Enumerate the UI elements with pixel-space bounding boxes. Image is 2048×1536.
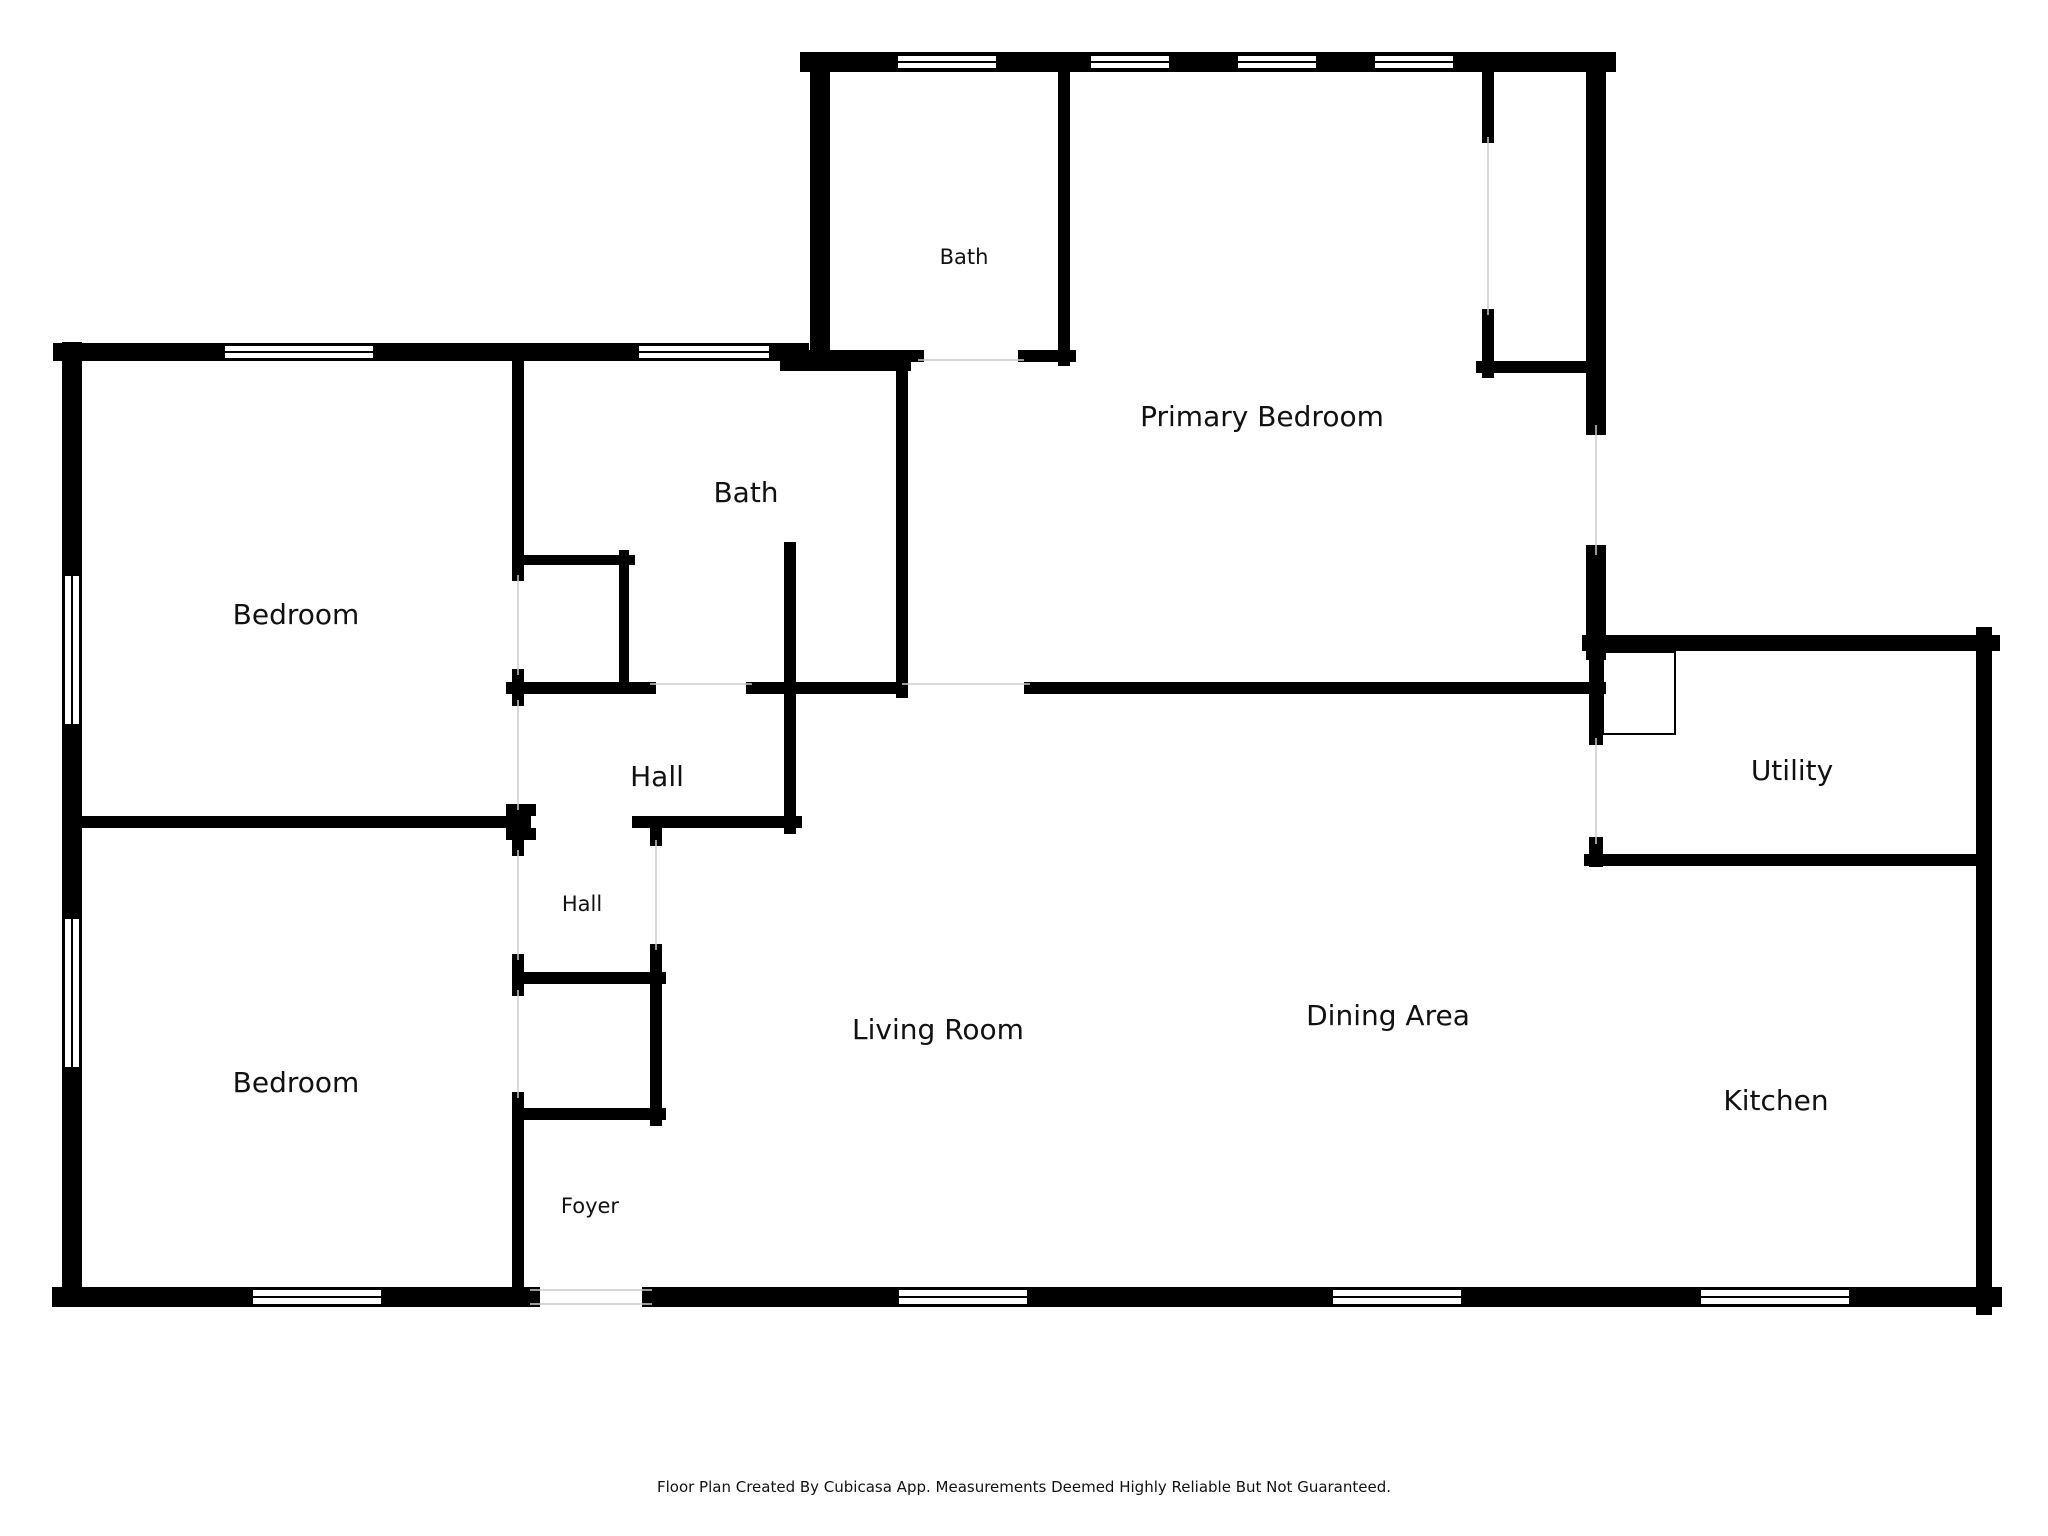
openings xyxy=(517,137,1597,1305)
room-label-primary-bedroom: Primary Bedroom xyxy=(1140,400,1384,433)
window xyxy=(251,1288,383,1306)
windows xyxy=(63,54,1851,1306)
room-label-living-room: Living Room xyxy=(852,1013,1024,1046)
window xyxy=(1089,54,1171,70)
window xyxy=(1699,1288,1851,1306)
footer-disclaimer: Floor Plan Created By Cubicasa App. Meas… xyxy=(656,1478,1392,1496)
window xyxy=(897,1288,1029,1306)
window xyxy=(896,54,998,70)
room-label-bedroom-bottom: Bedroom xyxy=(233,1066,360,1099)
room-label-foyer: Foyer xyxy=(561,1194,620,1218)
window xyxy=(63,917,81,1069)
room-labels: Bath Primary Bedroom Bedroom Bath Hall H… xyxy=(233,245,1834,1218)
room-label-kitchen: Kitchen xyxy=(1723,1084,1828,1117)
room-label-hall-upper: Hall xyxy=(630,760,684,793)
room-label-dining-area: Dining Area xyxy=(1306,999,1470,1032)
window xyxy=(223,344,375,360)
window xyxy=(63,574,81,726)
room-label-utility: Utility xyxy=(1751,754,1833,787)
room-label-bath-middle: Bath xyxy=(713,476,778,509)
window xyxy=(1236,54,1318,70)
room-label-bedroom-top: Bedroom xyxy=(233,598,360,631)
window xyxy=(1373,54,1455,70)
window xyxy=(1331,1288,1463,1306)
room-label-hall-lower: Hall xyxy=(562,892,602,916)
appliance-box xyxy=(1602,651,1676,735)
room-label-bath-upper: Bath xyxy=(940,245,989,269)
window xyxy=(637,344,771,360)
